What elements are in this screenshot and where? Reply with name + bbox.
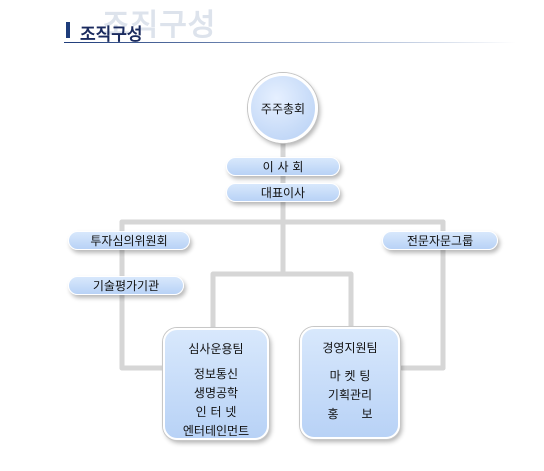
page-header: 조직구성 조직구성 xyxy=(0,0,544,48)
management-team-box: 경영지원팀 마 켓 팅 기획관리 홍 보 xyxy=(300,327,400,439)
advisory-group-node: 전문자문그룹 xyxy=(382,231,498,250)
ceo-node: 대표이사 xyxy=(226,183,340,202)
connector-sub-branch xyxy=(210,271,354,331)
investment-team-item: 정보통신 xyxy=(193,367,239,381)
title-underline xyxy=(64,42,516,43)
shareholders-node: 주주총회 xyxy=(248,73,318,143)
investment-team-item: 엔터테인먼트 xyxy=(182,424,250,438)
title-watermark: 조직구성 xyxy=(102,8,217,43)
management-team-title: 경영지원팀 xyxy=(322,341,378,355)
investment-committee-node: 투자심의위원회 xyxy=(68,231,190,250)
tech-evaluation-node: 기술평가기관 xyxy=(68,276,184,295)
management-team-item: 홍 보 xyxy=(327,407,373,421)
board-node: 이 사 회 xyxy=(226,157,340,176)
management-team-item: 기획관리 xyxy=(327,388,373,402)
investment-team-title: 심사운용팀 xyxy=(188,342,244,356)
page-title: 조직구성 xyxy=(80,25,143,45)
title-accent-bar xyxy=(66,22,70,38)
management-team-item: 마 켓 팅 xyxy=(329,369,371,383)
investment-team-item: 인 터 넷 xyxy=(195,405,237,419)
investment-team-box: 심사운용팀 정보통신 생명공학 인 터 넷 엔터테인먼트 xyxy=(163,328,269,440)
investment-team-item: 생명공학 xyxy=(193,386,239,400)
